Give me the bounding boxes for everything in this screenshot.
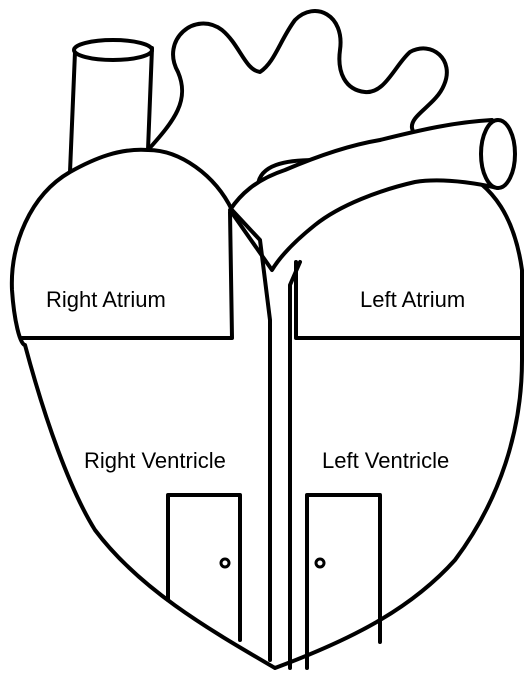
aorta-opening	[481, 120, 515, 188]
vena-cava-opening	[74, 40, 152, 60]
label-right-atrium: Right Atrium	[46, 287, 166, 312]
label-right-ventricle: Right Ventricle	[84, 448, 226, 473]
label-left-atrium: Left Atrium	[360, 287, 465, 312]
label-left-ventricle: Left Ventricle	[322, 448, 449, 473]
